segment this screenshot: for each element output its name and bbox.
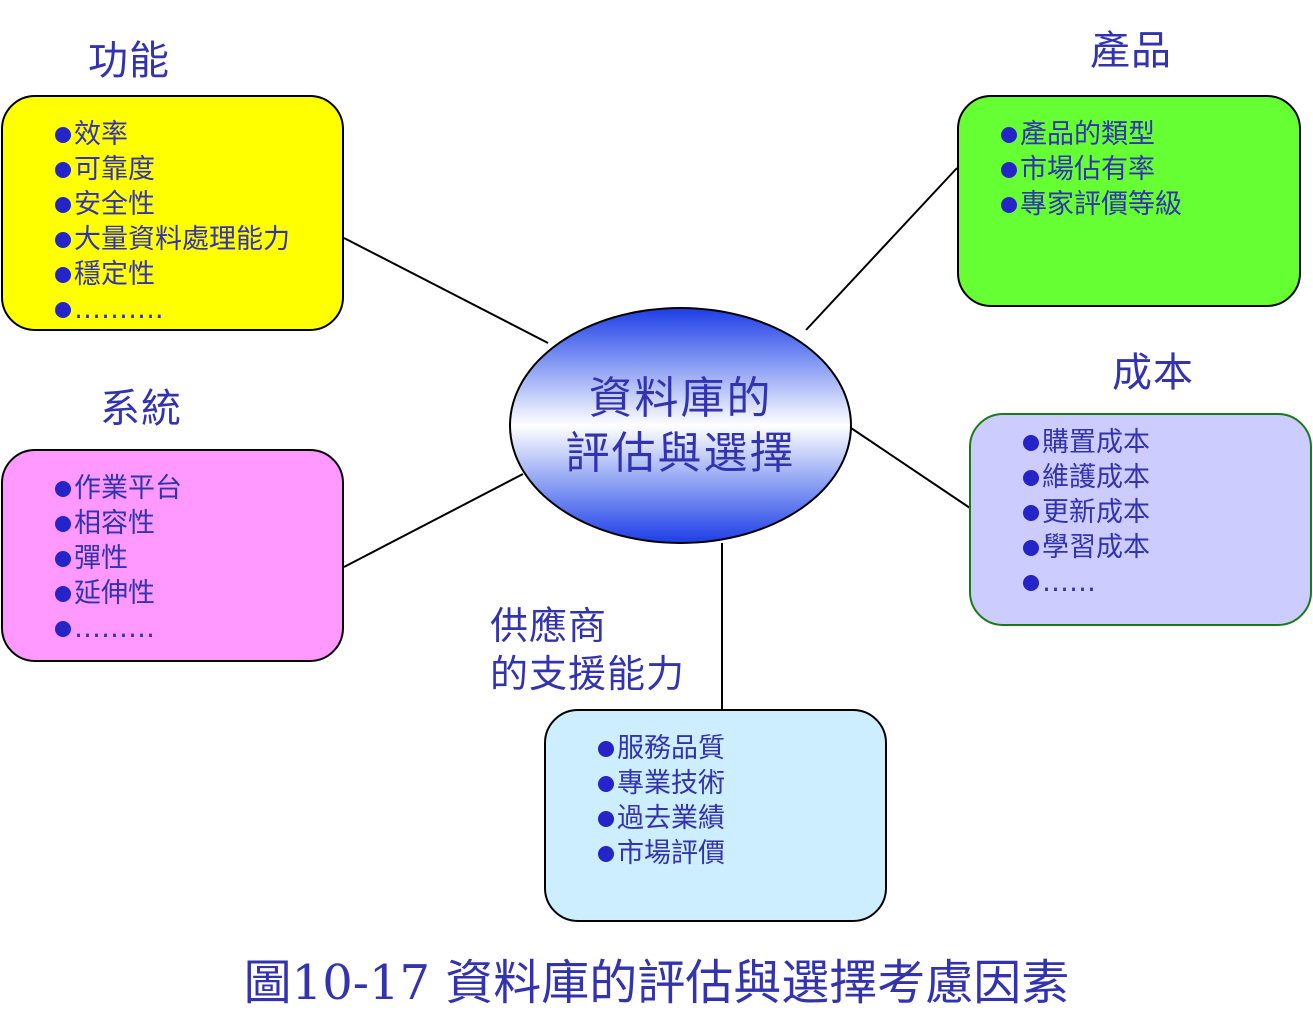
bullet-icon: [1001, 196, 1017, 213]
bullet-icon: [55, 266, 71, 283]
cost-box: 購置成本 維護成本 更新成本 學習成本 ……: [969, 413, 1312, 626]
figure-caption: 圖10-17 資料庫的評估與選擇考慮因素: [243, 955, 1070, 1011]
cost-list: 購置成本 維護成本 更新成本 學習成本 ……: [1023, 425, 1310, 600]
system-title: 系統: [100, 386, 182, 432]
list-item: 更新成本: [1023, 495, 1310, 530]
list-item: 作業平台: [55, 471, 342, 506]
bullet-icon: [1023, 539, 1039, 556]
vendor-title: 供應商 的支援能力: [490, 602, 685, 698]
bullet-icon: [55, 550, 71, 567]
connector-cost: [850, 427, 971, 509]
list-item: 產品的類型: [1001, 117, 1299, 152]
bullet-icon: [1001, 161, 1017, 178]
list-item: ……….: [55, 292, 342, 327]
center-line-2: 評估與選擇: [565, 427, 796, 479]
function-title: 功能: [88, 38, 170, 84]
connector-function: [343, 237, 549, 344]
bullet-icon: [598, 775, 614, 792]
list-item: 市場佔有率: [1001, 152, 1299, 187]
bullet-icon: [598, 740, 614, 757]
connector-system: [343, 473, 524, 568]
list-item: 維護成本: [1023, 460, 1310, 495]
bullet-icon: [55, 585, 71, 602]
bullet-icon: [55, 231, 71, 248]
bullet-icon: [55, 515, 71, 532]
list-item: 大量資料處理能力: [55, 222, 342, 257]
vendor-title-line-1: 供應商: [490, 604, 608, 648]
list-item: 穩定性: [55, 257, 342, 292]
list-item: 相容性: [55, 506, 342, 541]
bullet-icon: [1023, 469, 1039, 486]
list-item: ……: [1023, 565, 1310, 600]
vendor-title-line-2: 的支援能力: [490, 652, 686, 696]
list-item: 可靠度: [55, 152, 342, 187]
center-topic: 資料庫的 評估與選擇: [509, 307, 852, 544]
bullet-icon: [55, 480, 71, 497]
bullet-icon: [1023, 434, 1039, 451]
center-line-1: 資料庫的: [588, 372, 773, 424]
list-item: 購置成本: [1023, 425, 1310, 460]
bullet-icon: [55, 620, 71, 637]
bullet-icon: [55, 301, 71, 318]
list-item: 專業技術: [598, 766, 885, 801]
bullet-icon: [1001, 126, 1017, 143]
product-list: 產品的類型 市場佔有率 專家評價等級: [1001, 117, 1299, 222]
bullet-icon: [55, 126, 71, 143]
vendor-list: 服務品質 專業技術 過去業績 市場評價: [598, 731, 885, 871]
bullet-icon: [1023, 574, 1039, 591]
system-list: 作業平台 相容性 彈性 延伸性 ………: [55, 471, 342, 646]
list-item: 過去業績: [598, 801, 885, 836]
function-list: 效率 可靠度 安全性 大量資料處理能力 穩定性 ……….: [55, 117, 342, 327]
system-box: 作業平台 相容性 彈性 延伸性 ………: [1, 449, 344, 662]
list-item: 彈性: [55, 541, 342, 576]
bullet-icon: [1023, 504, 1039, 521]
list-item: 效率: [55, 117, 342, 152]
list-item: 專家評價等級: [1001, 187, 1299, 222]
list-item: 安全性: [55, 187, 342, 222]
product-box: 產品的類型 市場佔有率 專家評價等級: [957, 95, 1301, 307]
function-box: 效率 可靠度 安全性 大量資料處理能力 穩定性 ……….: [1, 95, 344, 331]
bullet-icon: [598, 845, 614, 862]
list-item: 市場評價: [598, 836, 885, 871]
list-item: ………: [55, 611, 342, 646]
connector-product: [805, 167, 958, 331]
vendor-box: 服務品質 專業技術 過去業績 市場評價: [544, 709, 887, 922]
list-item: 學習成本: [1023, 530, 1310, 565]
bullet-icon: [55, 196, 71, 213]
product-title: 產品: [1090, 28, 1172, 74]
bullet-icon: [55, 161, 71, 178]
list-item: 延伸性: [55, 576, 342, 611]
list-item: 服務品質: [598, 731, 885, 766]
cost-title: 成本: [1112, 350, 1194, 396]
bullet-icon: [598, 810, 614, 827]
